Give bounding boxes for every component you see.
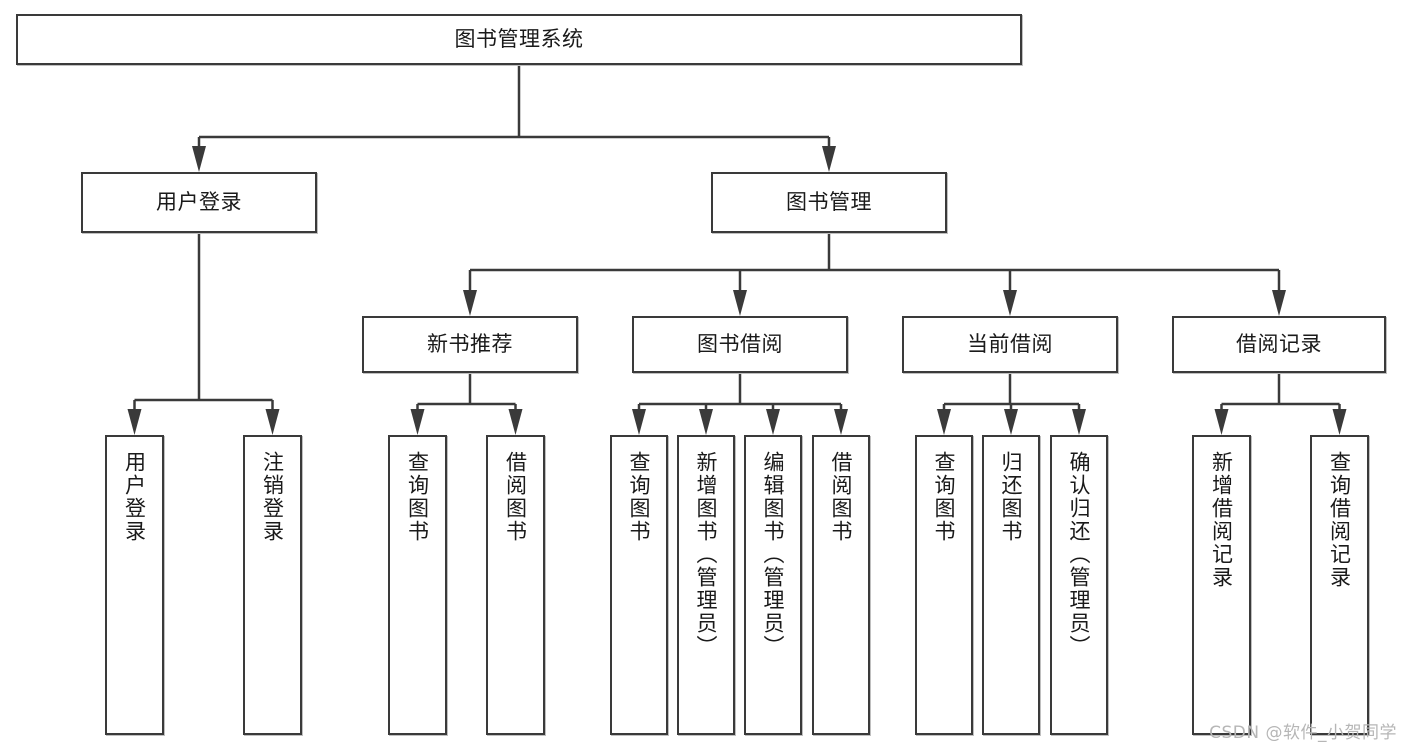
node-label: 归还图书 bbox=[999, 451, 1024, 543]
arrowhead-icon bbox=[937, 409, 951, 435]
arrowhead-icon bbox=[463, 290, 477, 316]
node-leaf3[interactable]: 查询图书 bbox=[388, 435, 447, 735]
node-label: 新增借阅记录 bbox=[1209, 451, 1234, 589]
arrowhead-icon bbox=[834, 409, 848, 435]
arrowhead-icon bbox=[1332, 409, 1347, 435]
arrowhead-icon bbox=[822, 146, 836, 172]
arrowhead-icon bbox=[508, 409, 523, 435]
node-leaf9[interactable]: 查询图书 bbox=[915, 435, 973, 735]
arrowhead-icon bbox=[1272, 290, 1286, 316]
node-leaf10[interactable]: 归还图书 bbox=[982, 435, 1040, 735]
node-newbook[interactable]: 新书推荐 bbox=[362, 316, 578, 373]
node-leaf11[interactable]: 确认归还（管理员） bbox=[1050, 435, 1108, 735]
arrowhead-icon bbox=[733, 290, 747, 316]
arrowhead-icon bbox=[192, 146, 206, 172]
node-root[interactable]: 图书管理系统 bbox=[16, 14, 1022, 65]
arrowhead-icon bbox=[699, 409, 713, 435]
node-label: 借阅图书 bbox=[503, 451, 528, 543]
arrowhead-icon bbox=[1214, 409, 1229, 435]
node-label: 查询图书 bbox=[405, 451, 430, 543]
node-label: 图书借阅 bbox=[697, 332, 783, 357]
watermark-text: CSDN @软件_小贺同学 bbox=[1209, 723, 1397, 743]
node-label: 借阅图书 bbox=[829, 451, 854, 543]
node-label: 图书管理系统 bbox=[454, 27, 584, 52]
node-label: 用户登录 bbox=[122, 451, 147, 543]
node-label: 注销登录 bbox=[260, 451, 285, 543]
node-leaf13[interactable]: 查询借阅记录 bbox=[1310, 435, 1369, 735]
node-leaf5[interactable]: 查询图书 bbox=[610, 435, 668, 735]
arrowhead-icon bbox=[127, 409, 142, 435]
node-leaf2[interactable]: 注销登录 bbox=[243, 435, 302, 735]
node-records[interactable]: 借阅记录 bbox=[1172, 316, 1386, 373]
node-label: 查询图书 bbox=[627, 451, 652, 543]
node-label: 用户登录 bbox=[156, 190, 242, 215]
node-leaf6[interactable]: 新增图书（管理员） bbox=[677, 435, 735, 735]
node-current[interactable]: 当前借阅 bbox=[902, 316, 1118, 373]
arrowhead-icon bbox=[1072, 409, 1086, 435]
node-label: 查询借阅记录 bbox=[1327, 451, 1352, 589]
node-borrow[interactable]: 图书借阅 bbox=[632, 316, 848, 373]
node-leaf12[interactable]: 新增借阅记录 bbox=[1192, 435, 1251, 735]
node-label: 借阅记录 bbox=[1236, 332, 1322, 357]
node-leaf4[interactable]: 借阅图书 bbox=[486, 435, 545, 735]
node-label: 图书管理 bbox=[786, 190, 872, 215]
arrowhead-icon bbox=[1004, 409, 1018, 435]
node-label: 编辑图书（管理员） bbox=[761, 451, 786, 658]
arrowhead-icon bbox=[410, 409, 425, 435]
node-label: 当前借阅 bbox=[967, 332, 1053, 357]
node-login[interactable]: 用户登录 bbox=[81, 172, 317, 233]
arrowhead-icon bbox=[1003, 290, 1017, 316]
node-label: 查询图书 bbox=[932, 451, 957, 543]
node-label: 新书推荐 bbox=[427, 332, 513, 357]
node-leaf7[interactable]: 编辑图书（管理员） bbox=[744, 435, 802, 735]
arrowhead-icon bbox=[632, 409, 646, 435]
node-label: 确认归还（管理员） bbox=[1067, 451, 1092, 658]
arrowhead-icon bbox=[265, 409, 280, 435]
node-leaf8[interactable]: 借阅图书 bbox=[812, 435, 870, 735]
arrowhead-icon bbox=[766, 409, 780, 435]
node-bookmgmt[interactable]: 图书管理 bbox=[711, 172, 947, 233]
node-leaf1[interactable]: 用户登录 bbox=[105, 435, 164, 735]
node-label: 新增图书（管理员） bbox=[694, 451, 719, 658]
